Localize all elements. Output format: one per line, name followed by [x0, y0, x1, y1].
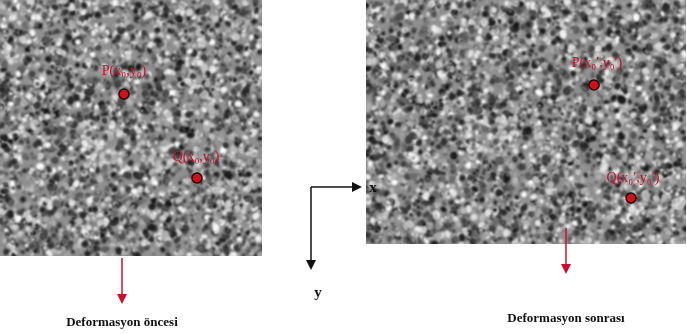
point-label: P(x₀,y₀)	[102, 63, 146, 78]
speckle-image	[366, 0, 686, 244]
y-axis	[310, 187, 312, 268]
point-dot	[119, 89, 129, 99]
image-caption: Deformasyon öncesi	[66, 315, 178, 329]
point-label: Q(x₀,y₀)	[173, 149, 220, 164]
axis-label: y	[314, 284, 322, 301]
caption-arrow	[121, 258, 123, 302]
x-axis	[311, 186, 360, 188]
image-caption: Deformasyon sonrası	[507, 311, 624, 325]
axis-label: x	[369, 179, 377, 196]
point-label: Q(x₀′,y₀′)	[607, 170, 660, 185]
speckle-image	[0, 0, 262, 256]
point-dot	[192, 173, 202, 183]
caption-arrow	[565, 228, 567, 272]
point-dot	[626, 193, 636, 203]
point-dot	[589, 80, 599, 90]
point-label: P(x₀′,y₀′)	[572, 55, 623, 70]
